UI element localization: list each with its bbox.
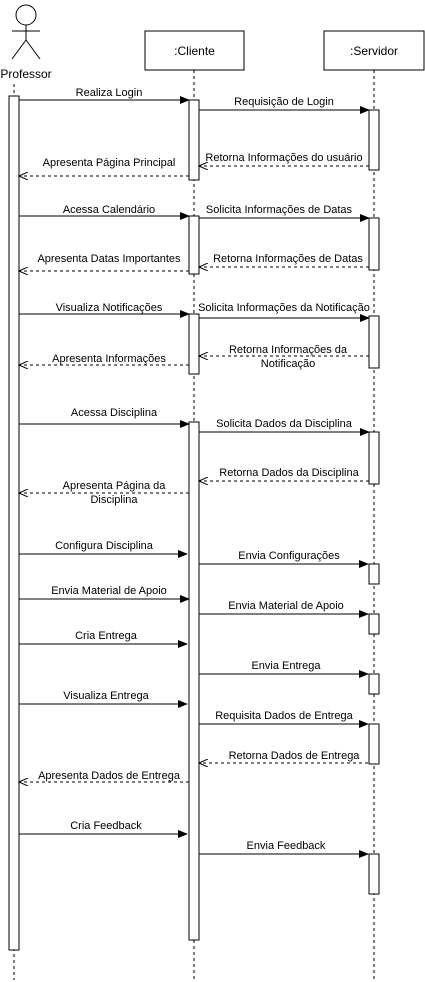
message-label: Retorna Dados de Entrega xyxy=(229,750,361,762)
message-label: Acessa Calendário xyxy=(63,204,155,216)
servidor-activation-entrega xyxy=(368,673,380,695)
message-label: Retorna Informações do usuário xyxy=(205,152,362,164)
servidor-activation-feedback xyxy=(368,853,380,895)
message-retorna-dados-entrega: Retorna Dados de Entrega xyxy=(199,750,368,763)
servidor-activation-dados-entrega xyxy=(368,723,380,765)
message-retorna-informacoes-usuario: Retorna Informações do usuário xyxy=(199,152,369,166)
message-requisita-dados-entrega: Requisita Dados de Entrega xyxy=(199,710,369,728)
message-label: Visualiza Notificações xyxy=(56,302,163,314)
servidor-activation-login xyxy=(368,109,380,171)
message-requisicao-login: Requisição de Login xyxy=(199,96,370,114)
professor-activation xyxy=(8,95,20,951)
message-label: Solicita Dados da Disciplina xyxy=(216,418,353,430)
message-label: Cria Entrega xyxy=(75,630,138,642)
actor-left-leg xyxy=(11,39,27,60)
message-visualiza-entrega: Visualiza Entrega xyxy=(19,690,188,708)
message-label: Apresenta Informações xyxy=(52,353,166,365)
message-envia-configuracoes: Envia Configurações xyxy=(199,550,369,568)
message-label: Envia Material de Apoio xyxy=(51,585,167,597)
message-label: Envia Entrega xyxy=(251,660,321,672)
message-visualiza-notificacoes: Visualiza Notificações xyxy=(19,302,190,318)
servidor-activation-datas xyxy=(368,217,380,271)
message-envia-feedback: Envia Feedback xyxy=(199,840,369,858)
actor-label: Professor xyxy=(0,67,51,81)
message-solicita-informacoes-notificacao: Solicita Informações da Notificação xyxy=(198,302,370,322)
message-label: Visualiza Entrega xyxy=(63,690,149,702)
participant-cliente-label: :Cliente xyxy=(174,44,215,58)
message-envia-material-apoio-servidor: Envia Material de Apoio xyxy=(199,600,369,618)
cliente-activation-notificacoes xyxy=(188,313,200,375)
participant-servidor-label: :Servidor xyxy=(350,44,398,58)
servidor-activation-notificacao xyxy=(368,315,380,369)
message-label: Solicita Informações de Datas xyxy=(206,204,353,216)
message-configura-disciplina: Configura Disciplina xyxy=(19,540,188,558)
message-label: Envia Configurações xyxy=(238,550,340,562)
message-envia-entrega: Envia Entrega xyxy=(199,660,369,678)
message-label: Envia Material de Apoio xyxy=(228,600,344,612)
message-label: Solicita Informações da Notificação xyxy=(198,302,370,314)
actor-right-leg xyxy=(25,39,41,60)
message-label: Requisição de Login xyxy=(234,96,334,108)
message-label: Envia Feedback xyxy=(247,840,326,852)
message-apresenta-pagina-principal: Apresenta Página Principal xyxy=(19,157,189,176)
participant-cliente-box xyxy=(144,30,245,71)
message-cria-entrega: Cria Entrega xyxy=(19,630,188,648)
message-acessa-calendario: Acessa Calendário xyxy=(19,204,190,220)
message-label: Apresenta Página Principal xyxy=(43,157,176,169)
message-label: Realiza Login xyxy=(76,87,143,99)
cliente-activation-disciplina xyxy=(188,421,200,941)
cliente-activation-login xyxy=(188,99,200,181)
message-retorna-informacoes-datas: Retorna Informações de Datas xyxy=(199,253,369,267)
professor-actor: Professor xyxy=(0,4,52,81)
message-realiza-login: Realiza Login xyxy=(19,87,190,104)
message-acessa-disciplina: Acessa Disciplina xyxy=(19,407,190,428)
actor-head-icon xyxy=(15,4,37,26)
message-solicita-dados-disciplina: Solicita Dados da Disciplina xyxy=(199,418,370,436)
message-solicita-informacoes-datas: Solicita Informações de Datas xyxy=(199,204,370,222)
servidor-activation-configuracoes xyxy=(368,563,380,585)
servidor-activation-disciplina xyxy=(368,431,380,485)
message-label: Acessa Disciplina xyxy=(71,407,158,419)
participant-servidor: :Servidor xyxy=(323,30,425,71)
servidor-activation-material xyxy=(368,613,380,635)
message-label: Apresenta Dados de Entrega xyxy=(38,770,181,782)
message-cria-feedback: Cria Feedback xyxy=(19,820,188,838)
message-label: Apresenta Datas Importantes xyxy=(37,253,181,265)
participant-cliente: :Cliente xyxy=(144,30,245,71)
message-label: Cria Feedback xyxy=(70,820,142,832)
message-label: Retorna Informações de Datas xyxy=(213,253,363,265)
message-apresenta-informacoes: Apresenta Informações xyxy=(19,353,189,365)
message-label: Requisita Dados de Entrega xyxy=(215,710,353,722)
participant-servidor-box xyxy=(323,30,425,71)
message-envia-material-apoio-cliente: Envia Material de Apoio xyxy=(19,585,190,603)
message-retorna-dados-disciplina: Retorna Dados da Disciplina xyxy=(199,467,369,481)
message-apresenta-datas-importantes: Apresenta Datas Importantes xyxy=(19,253,189,271)
cliente-activation-calendario xyxy=(188,215,200,275)
message-label: Configura Disciplina xyxy=(55,540,154,552)
message-label: Retorna Dados da Disciplina xyxy=(219,467,359,479)
message-apresenta-dados-entrega: Apresenta Dados de Entrega xyxy=(19,770,189,782)
